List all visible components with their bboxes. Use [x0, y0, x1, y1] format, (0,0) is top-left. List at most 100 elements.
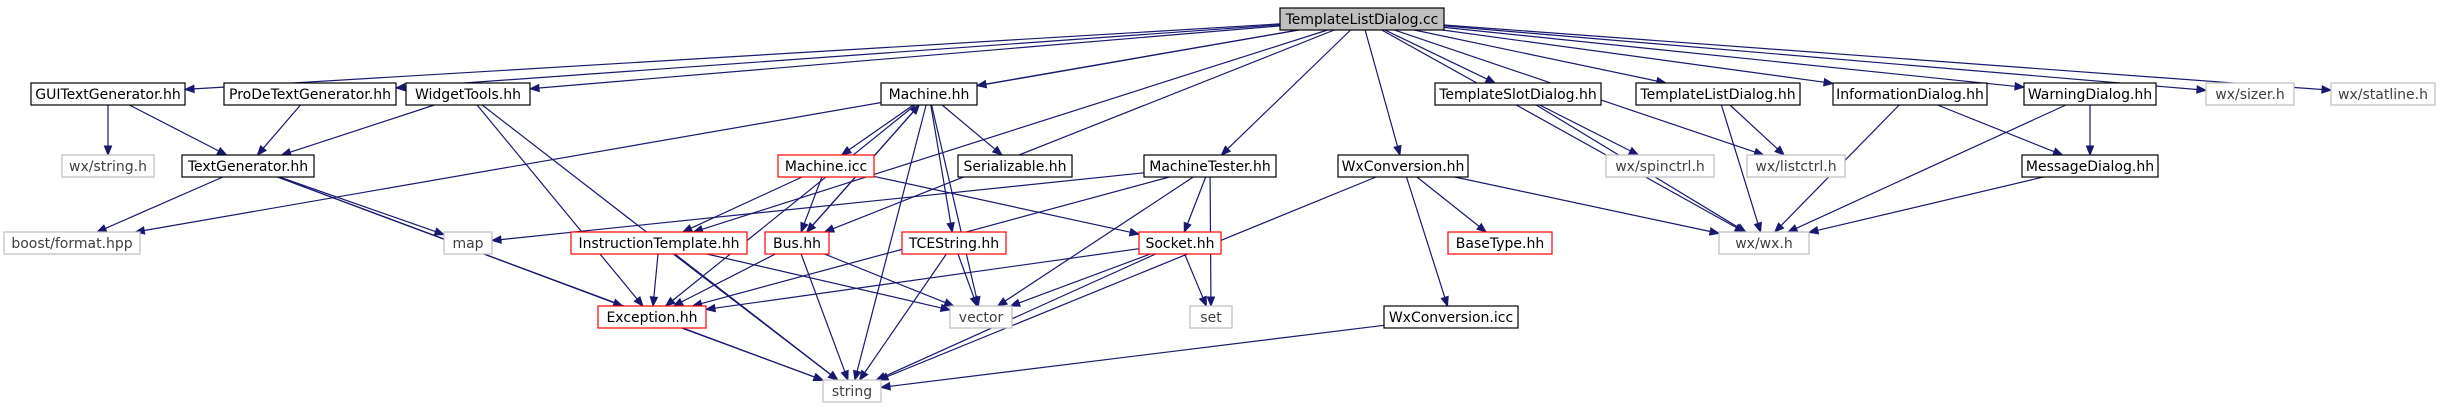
node-map: map — [443, 231, 493, 255]
node-machinehh[interactable]: Machine.hh — [880, 82, 978, 106]
edge-arrowhead — [1476, 222, 1488, 233]
node-machinetester[interactable]: MachineTester.hh — [1143, 154, 1277, 178]
edge-line — [1817, 176, 2044, 231]
edge-line — [653, 253, 659, 298]
node-root[interactable]: TemplateListDialog.cc — [1279, 7, 1445, 31]
node-tcestring[interactable]: TCEString.hh — [901, 231, 1007, 255]
edge-arrowhead — [664, 296, 676, 307]
edge-arrowhead — [1220, 145, 1232, 156]
edge-line — [476, 104, 638, 300]
node-basetype[interactable]: BaseType.hh — [1447, 231, 1553, 255]
edge-root-to-wxconvhh — [1364, 29, 1402, 157]
edge-arrowhead — [939, 303, 952, 313]
node-machineicc[interactable]: Machine.icc — [777, 154, 875, 178]
node-box — [181, 154, 315, 178]
edge-line — [884, 253, 1156, 377]
node-label: WarningDialog.hh — [2028, 87, 2152, 103]
edge-arrowhead — [996, 297, 1009, 307]
node-box — [1718, 231, 1810, 255]
node-label: InstructionTemplate.hh — [578, 236, 739, 252]
node-prodetextgen[interactable]: ProDeTextGenerator.hh — [223, 82, 397, 106]
edge-line — [129, 104, 219, 152]
edge-arrowhead — [1183, 221, 1192, 234]
edge-machineicc-to-insttemplate — [681, 176, 803, 233]
node-box — [597, 305, 707, 329]
node-widgettools[interactable]: WidgetTools.hh — [405, 82, 531, 106]
edge-wxconvhh-to-wxwx — [1454, 176, 1721, 236]
node-label: set — [1200, 310, 1222, 326]
node-box — [3, 231, 141, 255]
node-set: set — [1189, 305, 1233, 329]
node-label: MachineTester.hh — [1149, 159, 1270, 175]
edge-line — [714, 248, 1140, 309]
node-box — [443, 231, 493, 255]
node-sockethh[interactable]: Socket.hh — [1138, 231, 1222, 255]
edge-arrowhead — [1774, 145, 1786, 156]
node-box — [2021, 154, 2159, 178]
node-infodialog[interactable]: InformationDialog.hh — [1832, 82, 1988, 106]
edge-line — [931, 104, 977, 298]
node-label: boost/format.hpp — [11, 236, 132, 252]
edge-machinetester-to-sockethh — [1183, 176, 1207, 234]
edge-arrowhead — [877, 372, 890, 381]
node-box — [880, 82, 978, 106]
node-label: wx/listctrl.h — [1755, 159, 1836, 175]
node-box — [405, 82, 531, 106]
node-guitextgen[interactable]: GUITextGenerator.hh — [30, 82, 186, 106]
edge-line — [1442, 29, 1825, 83]
edge-templateslot-to-wxspinctrl — [1539, 104, 1640, 156]
edge-arrowhead — [394, 82, 406, 92]
node-templatelist[interactable]: TemplateListDialog.hh — [1635, 82, 1801, 106]
edge-line — [1454, 176, 1711, 233]
node-label: Socket.hh — [1145, 236, 1214, 252]
edge-line — [1227, 29, 1352, 150]
node-label: wx/spinctrl.h — [1615, 159, 1705, 175]
node-label: string — [832, 384, 872, 400]
node-exception[interactable]: Exception.hh — [597, 305, 707, 329]
edge-line — [290, 104, 435, 153]
edge-line — [887, 176, 1377, 378]
edge-line — [1004, 176, 1194, 302]
node-label: ProDeTextGenerator.hh — [229, 87, 391, 103]
edge-arrowhead — [1753, 221, 1762, 234]
edge-arrowhead — [1009, 298, 1022, 307]
node-box — [1189, 305, 1233, 329]
edge-arrowhead — [946, 221, 955, 234]
edge-line — [1539, 104, 1631, 152]
edge-arrowhead — [969, 295, 978, 308]
node-insttemplate[interactable]: InstructionTemplate.hh — [570, 231, 748, 255]
node-wxstatline: wx/statline.h — [2330, 82, 2436, 106]
edge-line — [824, 253, 946, 304]
node-label: Machine.hh — [889, 87, 970, 103]
node-label: TemplateListDialog.hh — [1639, 87, 1795, 103]
edge-arrowhead — [1393, 144, 1402, 157]
edge-root-to-wxstatline — [1443, 24, 2333, 94]
edge-sockethh-to-set — [1184, 253, 1207, 308]
edge-line — [404, 24, 1281, 88]
node-wxconvicc[interactable]: WxConversion.icc — [1383, 305, 1519, 329]
edge-arrowhead — [853, 369, 862, 382]
edge-arrowhead — [1128, 227, 1141, 237]
node-bushh[interactable]: Bus.hh — [764, 231, 830, 255]
edge-line — [1443, 25, 2198, 91]
edge-line — [1720, 104, 1759, 224]
node-templateslot[interactable]: TemplateSlotDialog.hh — [1434, 82, 1602, 106]
node-wxconvhh[interactable]: WxConversion.hh — [1337, 154, 1469, 178]
edge-arrowhead — [1627, 146, 1640, 156]
edge-widgettools-to-exception — [476, 104, 644, 308]
node-box — [30, 82, 186, 106]
node-label: Machine.icc — [785, 159, 867, 175]
node-serializable[interactable]: Serializable.hh — [957, 154, 1073, 178]
node-messagedialog[interactable]: MessageDialog.hh — [2021, 154, 2159, 178]
edge-line — [873, 175, 1131, 233]
node-textgen[interactable]: TextGenerator.hh — [181, 154, 315, 178]
node-label: vector — [959, 310, 1004, 326]
edge-arrowhead — [909, 104, 921, 115]
edge-arrowhead — [1484, 75, 1497, 84]
node-box — [822, 379, 882, 403]
edge-arrowhead — [681, 224, 694, 233]
node-label: WxConversion.icc — [1389, 310, 1513, 326]
node-warningdialog[interactable]: WarningDialog.hh — [2023, 82, 2157, 106]
edge-arrowhead — [704, 303, 716, 313]
edge-line — [1443, 26, 2016, 87]
